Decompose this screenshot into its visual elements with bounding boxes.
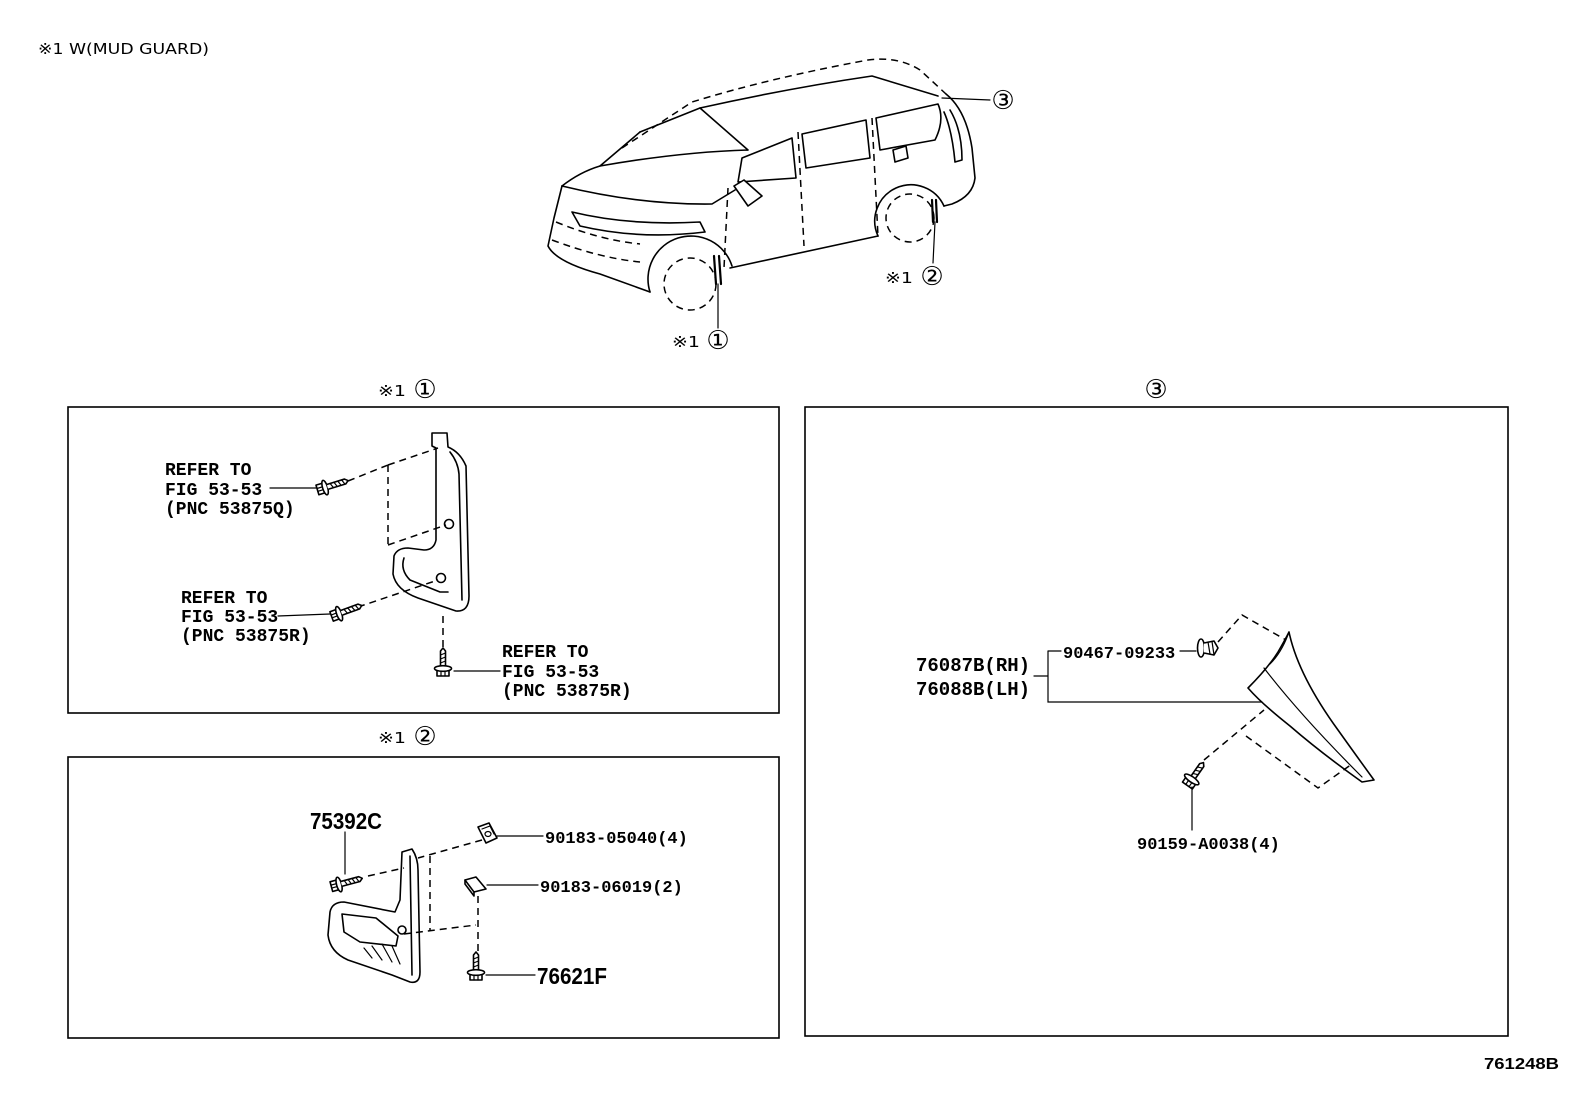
front-wheel	[663, 257, 717, 311]
spoiler-panel-title-mark: ③	[1144, 375, 1167, 405]
overview-callout-top: ③	[991, 86, 1014, 116]
spoiler-panel-frame	[804, 406, 1509, 1037]
spoiler-clip	[1196, 638, 1219, 658]
spoiler-leaders	[1033, 650, 1263, 831]
windshield	[599, 107, 749, 167]
front-mud-guard-body	[392, 432, 470, 612]
rear-wheel	[885, 193, 935, 243]
front-leaders	[269, 487, 501, 672]
rear-mud-guard-hole	[397, 925, 407, 935]
fuel-door	[892, 145, 909, 163]
rear-guide-lines	[367, 839, 483, 960]
front-ref-bottom: REFER TO FIG 53-53 (PNC 53875R)	[502, 643, 632, 702]
overview-callout-front-prefix: ※1	[672, 333, 700, 351]
ref-line: REFER TO	[181, 589, 268, 609]
spoiler-screw	[1179, 756, 1212, 792]
rear-leaders	[344, 831, 544, 976]
ref-line: (PNC 53875Q)	[165, 500, 295, 520]
ref-line: (PNC 53875R)	[181, 627, 311, 647]
callout-leader-top	[941, 97, 991, 101]
mud-guard-note: ※1 W(MUD GUARD)	[38, 40, 209, 58]
headlamp	[571, 211, 706, 236]
slide-door-window	[801, 119, 871, 169]
part-number: 90159-A0038(4)	[1137, 836, 1280, 855]
overview-callout-rear-prefix: ※1	[885, 269, 913, 287]
front-mud-guard-marker	[712, 254, 723, 286]
part-number: 75392C	[310, 808, 382, 834]
rear-bottom-screw	[466, 951, 486, 981]
tail-lamp	[943, 109, 963, 163]
door-cut-lines	[723, 117, 879, 269]
front-bottom-screw	[433, 647, 453, 677]
front-panel-title-mark: ①	[413, 375, 436, 405]
ref-line: FIG 53-53	[181, 608, 278, 628]
part-number: 90183-05040(4)	[545, 830, 688, 849]
roof-outline	[621, 58, 947, 149]
front-upper-bolt	[314, 472, 352, 498]
front-wheel-arch	[647, 235, 733, 293]
rear-wheel-arch	[873, 183, 945, 237]
front-mud-guard	[392, 432, 470, 612]
front-guide-lines	[347, 447, 447, 652]
ref-line: REFER TO	[502, 643, 589, 663]
ref-line: (PNC 53875R)	[502, 682, 632, 702]
rear-mud-guard-ribs	[363, 943, 401, 965]
front-mud-guard-hole-lower	[435, 572, 447, 584]
rear-quarter-window	[875, 103, 942, 151]
side-mirror	[733, 179, 763, 207]
ref-line: FIG 53-53	[502, 663, 599, 683]
grille	[551, 221, 641, 263]
figure-id: 761248B	[1484, 1056, 1559, 1073]
rear-panel-title-mark: ②	[413, 722, 436, 752]
front-ref-upper: REFER TO FIG 53-53 (PNC 53875Q)	[165, 461, 295, 520]
part-number: 90183-06019(2)	[540, 879, 683, 898]
rear-mud-guard-opening	[341, 913, 399, 947]
front-mud-guard-hole-upper	[443, 518, 455, 530]
rocker-line	[729, 235, 879, 269]
part-number: 76087B(RH)	[916, 655, 1030, 677]
j-nut	[464, 876, 487, 897]
front-panel-frame	[67, 406, 780, 714]
ref-line: FIG 53-53	[165, 481, 262, 501]
rear-panel-frame	[67, 756, 780, 1039]
overview-callout-front: ①	[706, 326, 729, 356]
ref-line: REFER TO	[165, 461, 252, 481]
spoiler-guide-lines	[1203, 614, 1353, 789]
hood	[561, 165, 736, 205]
rear-mud-guard-body	[327, 848, 421, 984]
part-number: 76621F	[537, 963, 607, 989]
rear-spoiler-piece	[1247, 631, 1375, 783]
front-mud-guard-edge	[449, 451, 463, 601]
rear-mud-guard-edge	[409, 855, 413, 976]
roof-glass-line	[639, 75, 939, 133]
rear-mud-guard	[327, 848, 421, 984]
rear-mud-guard-marker	[930, 198, 939, 224]
rear-panel-title-prefix: ※1	[378, 729, 406, 747]
front-lower-bolt	[328, 597, 366, 625]
front-ref-lower: REFER TO FIG 53-53 (PNC 53875R)	[181, 589, 311, 647]
part-number: 76088B(LH)	[916, 679, 1030, 701]
overview-callout-rear: ②	[920, 262, 943, 292]
front-face	[547, 185, 651, 293]
front-mud-guard-lip	[402, 557, 449, 593]
front-panel-title-prefix: ※1	[378, 382, 406, 400]
vehicle-overview	[547, 58, 991, 329]
nut-clip	[477, 822, 498, 844]
part-number: 90467-09233	[1063, 645, 1175, 664]
rear-mud-guard-screw	[328, 870, 365, 895]
front-door-window	[737, 137, 797, 183]
rear-end	[943, 93, 976, 207]
callout-leader-rear	[932, 221, 936, 264]
